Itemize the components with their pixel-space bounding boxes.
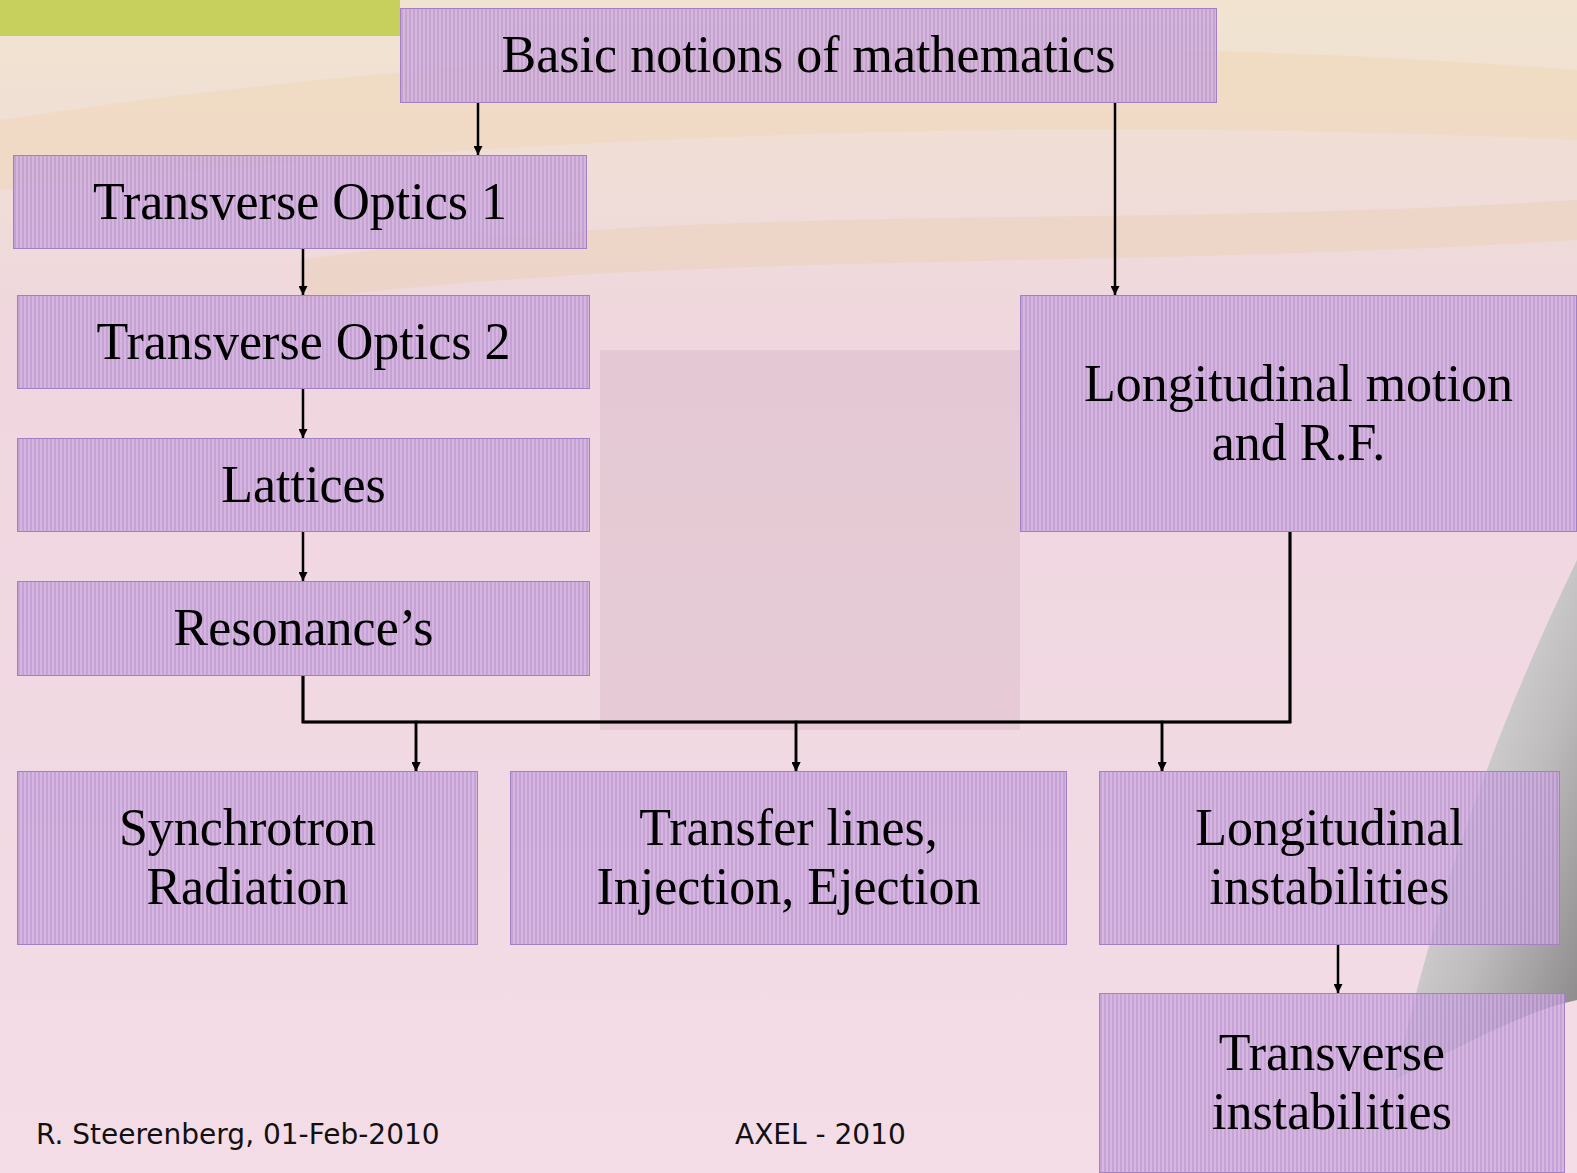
topic-text: Transverse Optics 1 [93, 173, 507, 232]
flow-arrow [303, 676, 416, 771]
footer-note: R. Steerenberg, 01-Feb-2010 [36, 1118, 440, 1151]
topic-box: Synchrotron Radiation [17, 771, 478, 945]
flow-arrow [796, 532, 1290, 771]
topic-text: Lattices [221, 456, 386, 515]
topic-text: Longitudinal motion and R.F. [1079, 355, 1519, 473]
topic-text: Transfer lines, Injection, Ejection [539, 799, 1039, 917]
topic-box: Lattices [17, 438, 590, 532]
flow-arrow [1337, 945, 1340, 993]
flow-arrow [302, 389, 305, 438]
topic-box: Longitudinal instabilities [1099, 771, 1560, 945]
flow-arrow [302, 249, 305, 295]
topic-text: Longitudinal instabilities [1120, 799, 1540, 917]
topic-text: Resonance’s [174, 599, 434, 658]
topic-text: Transverse instabilities [1122, 1024, 1542, 1142]
machine-shape [600, 350, 1020, 730]
flow-arrow [1114, 103, 1117, 295]
topic-box: Transverse Optics 1 [13, 155, 587, 249]
footer-note: AXEL - 2010 [735, 1118, 906, 1151]
topic-box: Basic notions of mathematics [400, 8, 1217, 103]
flow-arrow [303, 676, 1162, 771]
topic-text: Transverse Optics 2 [96, 313, 510, 372]
topic-box: Transverse Optics 2 [17, 295, 590, 389]
flow-arrow [302, 532, 305, 581]
topic-box: Transverse instabilities [1099, 993, 1565, 1173]
topic-box: Longitudinal motion and R.F. [1020, 295, 1577, 532]
flow-arrow [1162, 532, 1290, 771]
topic-box: Transfer lines, Injection, Ejection [510, 771, 1067, 945]
topic-box: Resonance’s [17, 581, 590, 676]
flow-arrow [303, 676, 796, 771]
topic-text: Synchrotron Radiation [38, 799, 458, 917]
top-bar [0, 0, 400, 36]
flow-arrow [477, 103, 480, 155]
topic-text: Basic notions of mathematics [502, 26, 1116, 85]
